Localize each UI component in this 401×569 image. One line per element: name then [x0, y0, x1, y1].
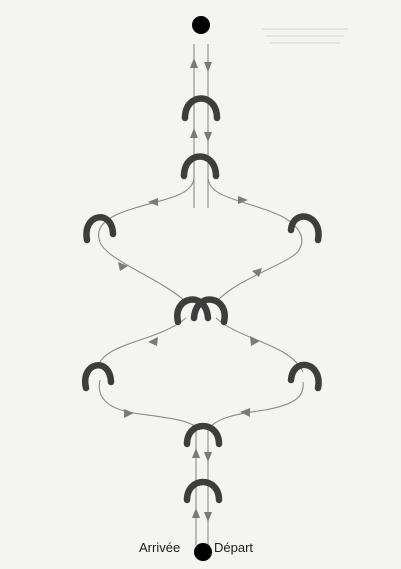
jump-lower-right-icon [291, 365, 319, 388]
route-center-to-right-lower [216, 318, 303, 372]
jump-bottom-2-icon [187, 482, 219, 500]
arrow-icon [250, 336, 260, 346]
route-right-lower-to-bottom [208, 382, 303, 430]
jumps [85, 99, 318, 501]
arrow-icon [192, 448, 200, 458]
arrow-icon [204, 512, 212, 522]
departure-label: Départ [214, 540, 253, 555]
arrow-icon [252, 268, 262, 277]
start-marker-bottom [194, 543, 212, 561]
direction-arrows [118, 58, 262, 522]
arrow-icon [204, 132, 212, 142]
arrow-icon [204, 62, 212, 72]
finish-marker-top [192, 16, 210, 34]
jump-top-2-icon [184, 157, 216, 177]
jump-upper-right-icon [291, 217, 319, 240]
arrow-icon [240, 408, 250, 417]
route-left-to-center [100, 242, 186, 302]
jump-bottom-1-icon [187, 426, 219, 444]
arrow-icon [148, 337, 158, 346]
arrow-icon [148, 198, 158, 206]
arrow-icon [204, 452, 212, 462]
arrow-icon [118, 262, 128, 271]
route-lines [99, 44, 304, 545]
arrival-label: Arrivée [139, 540, 180, 555]
jump-top-1-icon [185, 99, 217, 119]
route-center-to-left-lower [100, 318, 186, 362]
arrow-icon [192, 508, 200, 518]
arrow-icon [124, 409, 134, 418]
route-left-lower-to-bottom [99, 380, 200, 430]
arrow-icon [190, 128, 198, 138]
route-upper-to-right [208, 178, 302, 248]
arrow-icon [190, 58, 198, 68]
faint-background-marks [262, 28, 348, 44]
jump-lower-left-icon [85, 365, 111, 388]
